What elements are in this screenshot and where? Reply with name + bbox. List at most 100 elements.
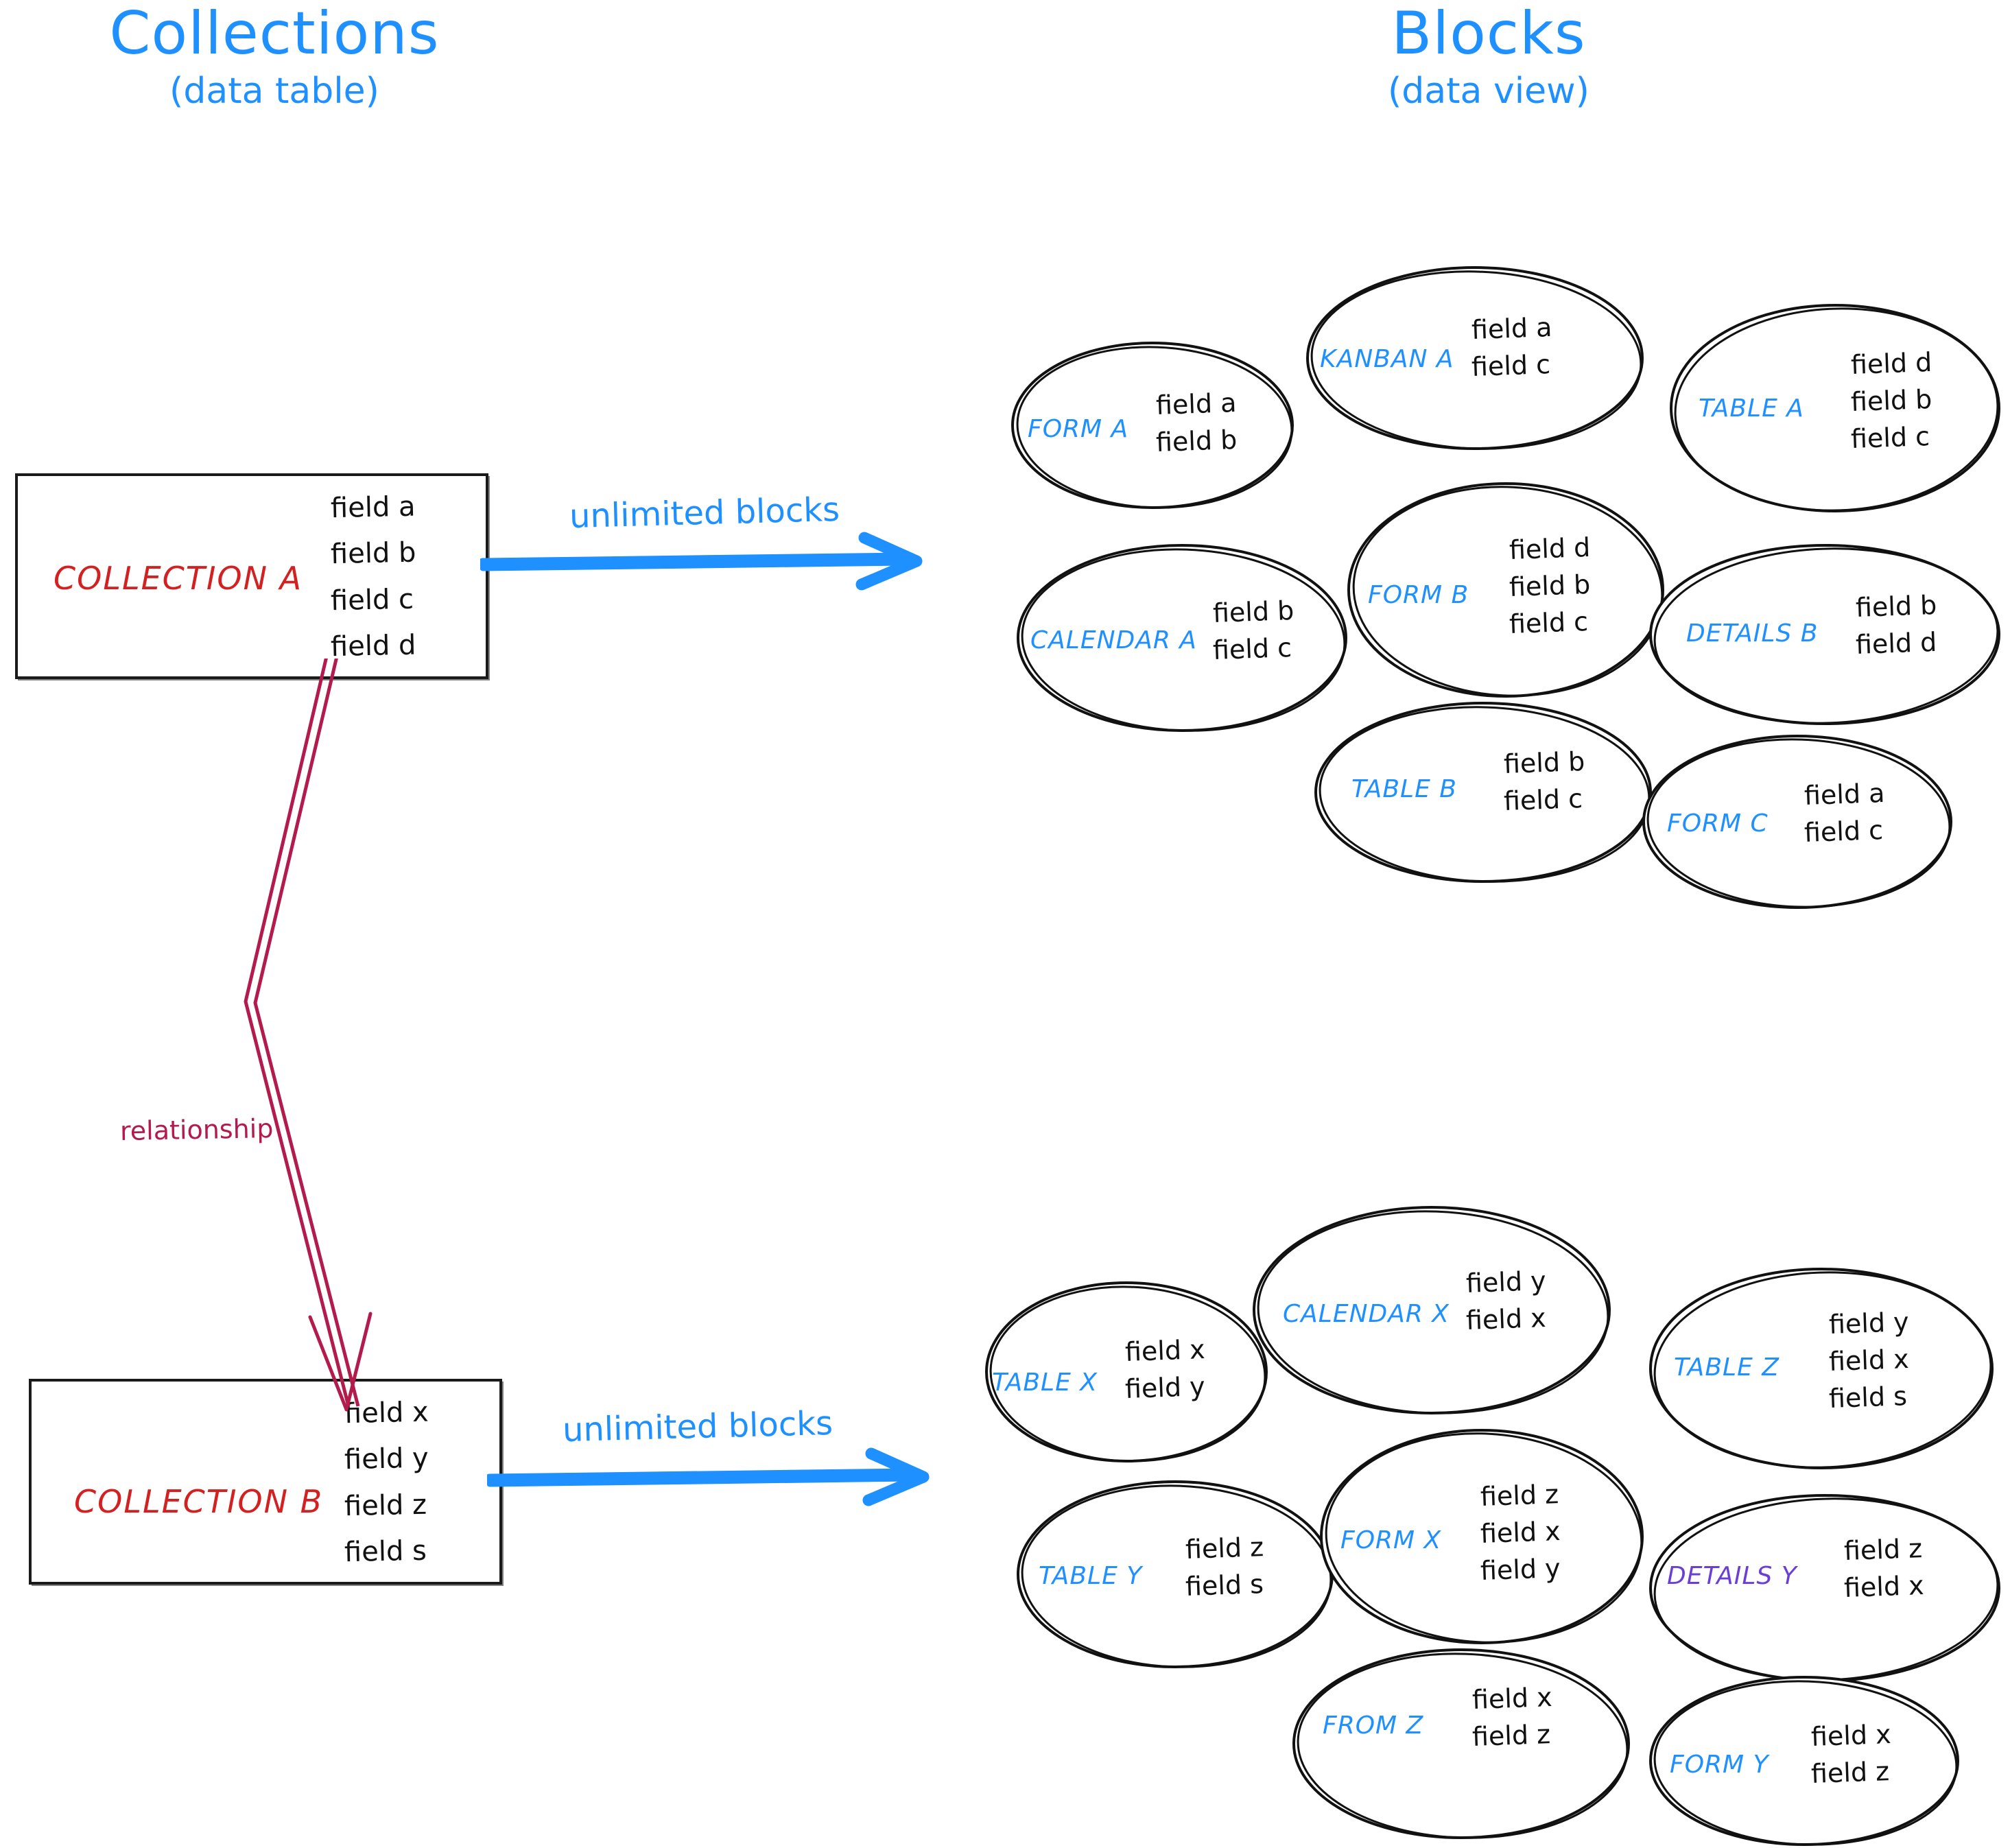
block-fields: field b field c xyxy=(1212,595,1294,666)
block-field: field b xyxy=(1855,589,1937,624)
block-label: TABLE X xyxy=(992,1369,1098,1397)
collection-b-box[interactable]: COLLECTION B field x field y field z fie… xyxy=(29,1379,502,1585)
block-label: FORM A xyxy=(1028,415,1129,443)
collection-a-field: field d xyxy=(330,629,416,663)
block-label: TABLE B xyxy=(1351,775,1457,803)
block-field: field y xyxy=(1828,1306,1910,1340)
ellipse-outline xyxy=(1649,544,2000,725)
block-field: field a xyxy=(1804,777,1886,812)
block-calendar-a[interactable]: CALENDAR A field b field c xyxy=(1014,542,1350,734)
block-field: field y xyxy=(1465,1265,1547,1299)
ellipse-outline xyxy=(1011,342,1294,509)
block-calendar-x[interactable]: CALENDAR X field y field x xyxy=(1250,1204,1613,1417)
block-form-a[interactable]: FORM A field a field b xyxy=(1008,340,1297,511)
block-field: field c xyxy=(1804,815,1884,849)
block-field: field a xyxy=(1471,311,1553,346)
block-kanban-a[interactable]: KANBAN A field a field c xyxy=(1303,264,1646,453)
block-field: field x xyxy=(1828,1343,1910,1377)
collections-title-sub: (data table) xyxy=(169,71,379,112)
block-field: field b xyxy=(1155,424,1238,458)
block-fields: field a field b xyxy=(1155,388,1238,458)
block-label: KANBAN A xyxy=(1320,345,1454,373)
block-field: field z xyxy=(1471,1719,1551,1753)
block-table-y[interactable]: TABLE Y field z field s xyxy=(1014,1478,1336,1670)
block-field: field x xyxy=(1843,1569,1925,1604)
collections-title-main: Collections xyxy=(109,0,440,68)
block-label: FORM X xyxy=(1340,1526,1442,1554)
block-fields: field a field c xyxy=(1471,311,1553,383)
block-label: CALENDAR A xyxy=(1030,626,1197,654)
block-field: field c xyxy=(1503,783,1583,817)
collection-b-field: field s xyxy=(344,1535,427,1569)
collection-b-field: field x xyxy=(344,1396,429,1430)
relationship-connector xyxy=(244,659,373,1412)
block-field: field b xyxy=(1212,595,1294,629)
unlimited-blocks-label-a: unlimited blocks xyxy=(569,490,840,536)
block-field: field d xyxy=(1509,532,1591,566)
collection-b-field: field y xyxy=(344,1442,429,1476)
block-label: TABLE A xyxy=(1699,394,1804,423)
block-label: FORM Y xyxy=(1670,1751,1769,1779)
collection-a-field-list: field a field b field c field d xyxy=(330,491,475,663)
block-fields: field x field y xyxy=(1124,1334,1206,1405)
blocks-column-title: Blocks (data view) xyxy=(1228,3,1749,110)
block-field: field b xyxy=(1850,383,1932,418)
block-field: field c xyxy=(1212,632,1292,666)
collection-a-field: field b xyxy=(330,536,416,571)
block-fields: field z field x field y xyxy=(1480,1479,1561,1587)
block-label: FORM B xyxy=(1368,581,1469,609)
block-field: field y xyxy=(1480,1552,1561,1587)
ellipse-outline xyxy=(1320,1429,1644,1644)
block-form-y[interactable]: FORM Y field x field z xyxy=(1646,1674,1962,1848)
block-fields: field y field x field s xyxy=(1828,1306,1910,1414)
block-fields: field x field z xyxy=(1471,1681,1553,1753)
unlimited-blocks-label-b: unlimited blocks xyxy=(562,1403,833,1450)
collections-column-title: Collections (data table) xyxy=(69,3,480,110)
block-field: field z xyxy=(1185,1532,1264,1565)
block-fields: field x field z xyxy=(1810,1719,1891,1790)
block-details-y[interactable]: DETAILS Y field z field x xyxy=(1646,1492,2003,1684)
ellipse-outline xyxy=(1306,266,1644,450)
block-field: field y xyxy=(1124,1371,1206,1405)
block-table-b[interactable]: TABLE B field b field c xyxy=(1312,700,1655,885)
ellipse-outline xyxy=(1649,1676,1959,1846)
unlimited-blocks-arrow-b xyxy=(487,1447,930,1506)
block-field: field x xyxy=(1465,1302,1547,1336)
block-field: field b xyxy=(1503,746,1585,780)
block-field: field x xyxy=(1471,1681,1553,1716)
unlimited-blocks-arrow-a xyxy=(480,532,923,591)
block-field: field c xyxy=(1509,606,1589,640)
block-table-a[interactable]: TABLE A field d field b field c xyxy=(1667,302,2003,514)
collection-a-name: COLLECTION A xyxy=(54,560,303,597)
ellipse-outline xyxy=(1347,482,1664,698)
block-form-x[interactable]: FORM X field z field x field y xyxy=(1317,1427,1646,1646)
ellipse-outline xyxy=(1642,735,1952,909)
block-field: field c xyxy=(1471,349,1551,383)
collection-a-box[interactable]: COLLECTION A field a field b field c fie… xyxy=(15,473,488,679)
block-fields: field b field d xyxy=(1855,589,1937,661)
block-table-x[interactable]: TABLE X field x field y xyxy=(982,1279,1270,1465)
block-label: TABLE Z xyxy=(1674,1353,1780,1382)
block-field: field z xyxy=(1480,1479,1559,1513)
block-from-z[interactable]: FROM Z field x field z xyxy=(1290,1646,1633,1842)
block-field: field z xyxy=(1843,1533,1923,1567)
block-fields: field z field x xyxy=(1843,1533,1925,1604)
block-table-z[interactable]: TABLE Z field y field x field s xyxy=(1646,1266,1996,1471)
block-field: field s xyxy=(1185,1569,1264,1602)
ellipse-outline xyxy=(1253,1206,1611,1414)
ellipse-outline xyxy=(1017,544,1347,732)
block-form-c[interactable]: FORM C field a field c xyxy=(1640,733,1955,911)
block-field: field d xyxy=(1855,626,1937,661)
block-details-b[interactable]: DETAILS B field b field d xyxy=(1646,542,2003,727)
block-label: TABLE Y xyxy=(1039,1562,1143,1590)
ellipse-outline xyxy=(1292,1648,1630,1839)
block-label: FROM Z xyxy=(1323,1711,1424,1740)
block-field: field b xyxy=(1509,569,1591,603)
block-field: field c xyxy=(1850,421,1930,455)
block-field: field z xyxy=(1810,1756,1890,1790)
collection-b-field: field z xyxy=(344,1489,427,1522)
block-fields: field y field x xyxy=(1465,1265,1547,1336)
block-fields: field d field b field c xyxy=(1509,532,1591,640)
block-form-b[interactable]: FORM B field d field b field c xyxy=(1345,480,1667,700)
block-field: field s xyxy=(1828,1381,1908,1414)
